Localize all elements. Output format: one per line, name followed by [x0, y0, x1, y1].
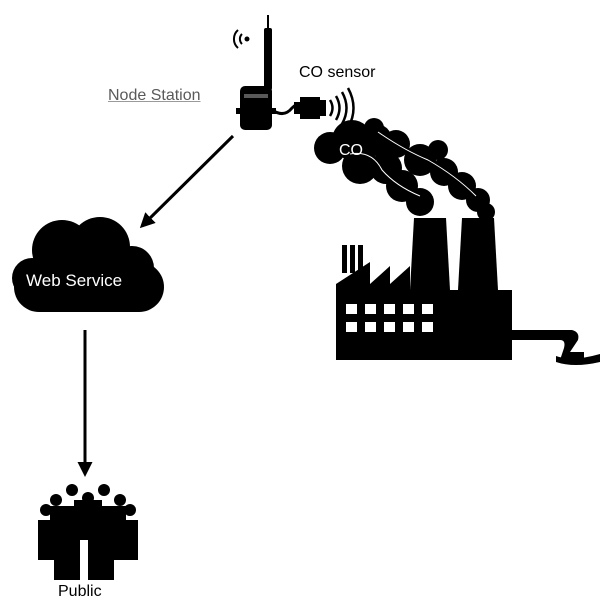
web-service-label: Web Service: [26, 271, 123, 290]
cloud-icon: [12, 217, 164, 312]
wireless-signal-icon: [232, 29, 250, 49]
node-station-label: Node Station: [108, 87, 201, 104]
co-sensor-icon: [271, 87, 355, 129]
people-group-icon: [38, 484, 138, 580]
node-station-icon: [236, 15, 276, 130]
factory-icon: [314, 118, 600, 365]
co-sensor-label: CO sensor: [299, 64, 376, 81]
public-label: Public: [58, 583, 102, 600]
co-smoke-label: CO: [339, 142, 363, 159]
arrow-node-to-cloud: [139, 134, 235, 229]
